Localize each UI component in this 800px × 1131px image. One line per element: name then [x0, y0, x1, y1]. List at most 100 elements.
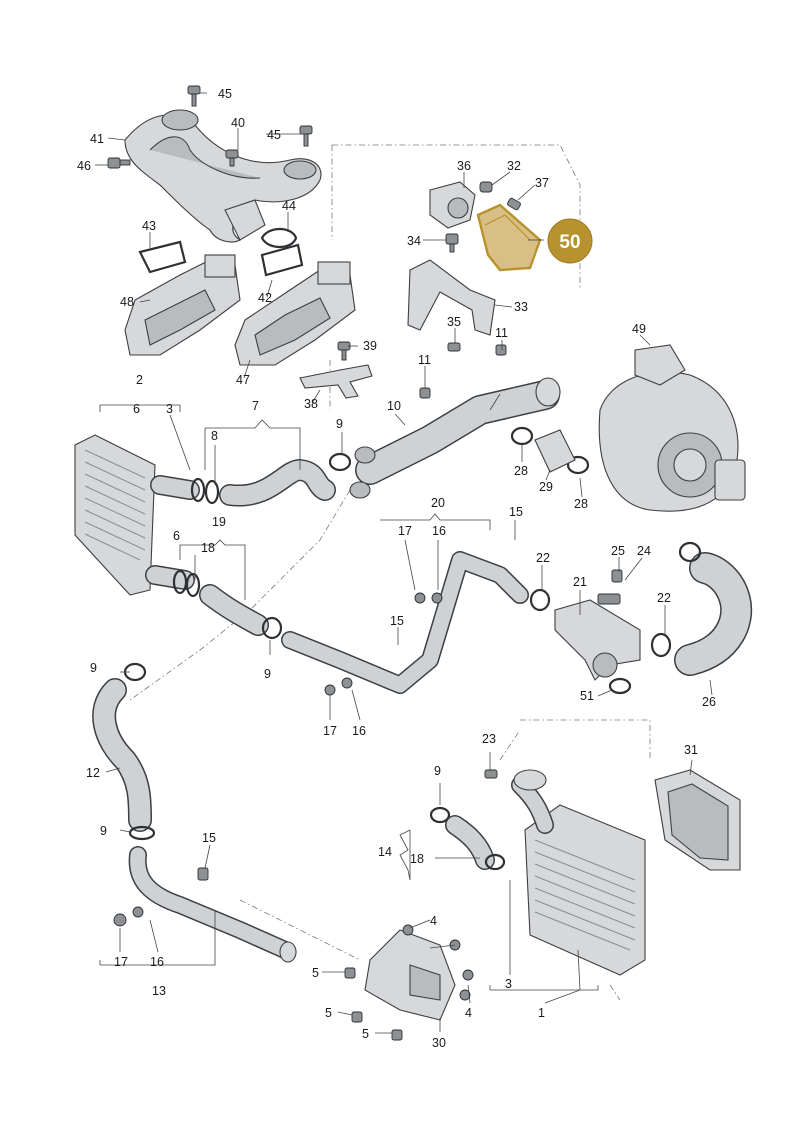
label-29: 29	[539, 480, 553, 494]
hose-14	[429, 806, 506, 871]
label-15-low: 15	[202, 831, 216, 845]
egr-pipe-highlighted	[476, 203, 542, 272]
label-3-low: 3	[505, 977, 512, 991]
label-24: 24	[637, 544, 651, 558]
label-9-right: 9	[434, 764, 441, 778]
label-46: 46	[77, 159, 91, 173]
label-31: 31	[684, 743, 698, 757]
charge-air-pipe-upper	[349, 377, 561, 499]
egr-bracket	[407, 259, 496, 336]
label-7: 7	[252, 399, 259, 413]
label-6-bottom: 6	[173, 529, 180, 543]
label-11-right: 11	[495, 326, 508, 340]
label-41: 41	[90, 132, 104, 146]
label-16-center: 16	[352, 724, 366, 738]
hose-26	[674, 541, 753, 676]
label-49: 49	[632, 322, 646, 336]
label-9-top: 9	[336, 417, 343, 431]
label-26: 26	[702, 695, 716, 709]
filter-sleeve	[534, 429, 576, 473]
label-6-top: 6	[133, 402, 140, 416]
label-16-low: 16	[150, 955, 164, 969]
label-37: 37	[535, 176, 549, 190]
label-2: 2	[136, 373, 143, 387]
label-34: 34	[407, 234, 421, 248]
highlight-badge-label: 50	[559, 232, 580, 253]
label-10: 10	[387, 399, 401, 413]
intake-manifold-upper	[124, 109, 322, 243]
label-11-left: 11	[418, 353, 431, 367]
label-5-low: 5	[362, 1027, 369, 1041]
label-45-right: 45	[267, 128, 281, 142]
label-4-top: 4	[430, 914, 437, 928]
air-duct-shroud	[654, 769, 741, 871]
label-5-top: 5	[312, 966, 319, 980]
manifold-gaskets	[138, 227, 304, 277]
label-18-low: 18	[410, 852, 424, 866]
label-28-right: 28	[574, 497, 588, 511]
hose-12	[92, 662, 156, 841]
label-21: 21	[573, 575, 587, 589]
label-12: 12	[86, 766, 100, 780]
intake-manifold-right	[234, 261, 356, 366]
label-3-top: 3	[166, 402, 173, 416]
label-5-mid: 5	[325, 1006, 332, 1020]
highlight-badge-50[interactable]: 50	[547, 218, 593, 264]
bracket	[299, 364, 373, 399]
label-30: 30	[432, 1036, 446, 1050]
label-1: 1	[538, 1006, 545, 1020]
part-labels: 45 40 45 41 46 43 44 42 48 47 39 38 36 3…	[77, 87, 716, 1050]
label-8: 8	[211, 429, 218, 443]
label-32: 32	[507, 159, 521, 173]
egr-valve	[429, 181, 476, 229]
label-20: 20	[431, 496, 445, 510]
label-15-center: 15	[390, 614, 404, 628]
mounting-bracket	[344, 924, 474, 1041]
hose-clamps-upper	[328, 426, 590, 475]
charge-air-pipe-lower	[113, 846, 297, 963]
leader-lines	[95, 92, 713, 1034]
label-23: 23	[482, 732, 496, 746]
hose-19	[199, 584, 283, 640]
turbocharger	[598, 344, 746, 512]
charge-air-pipe-middle	[281, 551, 551, 696]
label-9-left: 9	[90, 661, 97, 675]
intercooler-left-hoses	[145, 475, 220, 598]
label-13: 13	[152, 984, 166, 998]
label-40: 40	[231, 116, 245, 130]
label-48: 48	[120, 295, 134, 309]
label-47: 47	[236, 373, 250, 387]
label-25: 25	[611, 544, 625, 558]
label-22-right: 22	[657, 591, 671, 605]
label-36: 36	[457, 159, 471, 173]
label-44: 44	[282, 199, 296, 213]
label-4-low: 4	[465, 1006, 472, 1020]
label-28-left: 28	[514, 464, 528, 478]
label-17-low: 17	[114, 955, 128, 969]
hose-7	[219, 459, 336, 507]
label-45-top: 45	[218, 87, 232, 101]
label-43: 43	[142, 219, 156, 233]
label-33: 33	[514, 300, 528, 314]
label-16-mid: 16	[432, 524, 446, 538]
label-15-mid: 15	[509, 505, 523, 519]
label-51: 51	[580, 689, 594, 703]
label-17-center: 17	[323, 724, 337, 738]
label-39: 39	[363, 339, 377, 353]
label-9-mid: 9	[264, 667, 271, 681]
intake-manifold-left	[124, 254, 241, 356]
throttle-housing	[554, 569, 672, 695]
label-9-low: 9	[100, 824, 107, 838]
label-14: 14	[378, 845, 392, 859]
label-19: 19	[212, 515, 226, 529]
label-42: 42	[258, 291, 272, 305]
intercooler-left	[74, 434, 156, 596]
manifold-bolts	[107, 85, 351, 361]
label-18-top: 18	[201, 541, 215, 555]
label-35: 35	[447, 315, 461, 329]
egr-bolts	[419, 181, 521, 399]
label-17-mid: 17	[398, 524, 412, 538]
intercooler-right	[484, 769, 646, 976]
label-22-mid: 22	[536, 551, 550, 565]
